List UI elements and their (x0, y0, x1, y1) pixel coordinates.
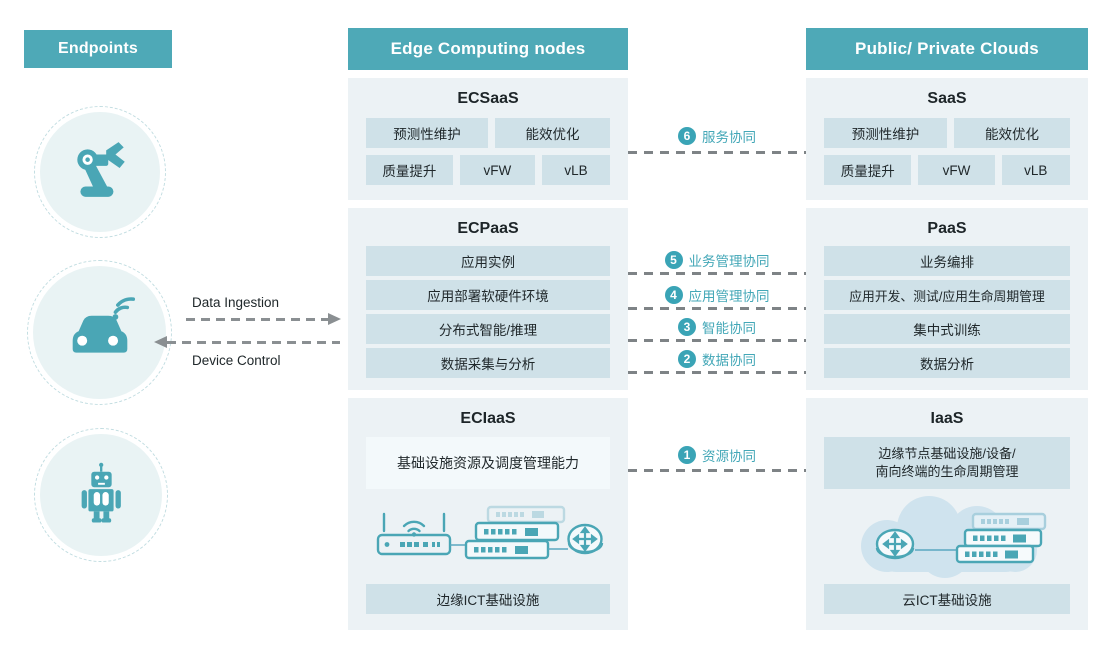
ecsaas-predictive-maintenance: 预测性维护 (366, 118, 488, 148)
iaas-infra-label: 云ICT基础设施 (824, 584, 1070, 614)
endpoint-robot-arm (34, 106, 166, 238)
ecpaas-deployment-env: 应用部署软硬件环境 (366, 280, 610, 310)
collab-3-dashed-line (628, 339, 806, 342)
collab-2-badge-icon: 2 (678, 350, 696, 368)
endpoint-connected-car (27, 260, 172, 405)
edge-computing-nodes-header: Edge Computing nodes (348, 28, 628, 70)
saas-energy-optimization: 能效优化 (953, 118, 1070, 148)
ecsaas-vlb: vLB (542, 155, 610, 185)
collab-6-label: 服务协同 (702, 130, 756, 145)
saas-predictive-maintenance: 预测性维护 (824, 118, 947, 148)
eciaas-capability: 基础设施资源及调度管理能力 (366, 437, 610, 489)
collab-2-label: 数据协同 (702, 353, 756, 368)
cloud-network-devices-icon (806, 492, 1088, 578)
ecpaas-data-collection: 数据采集与分析 (366, 348, 610, 378)
collab-data: 2 数据协同 (628, 349, 806, 374)
saas-vfw: vFW (918, 155, 995, 185)
collab-1-label: 资源协同 (702, 449, 756, 464)
collab-3-badge-icon: 3 (678, 318, 696, 336)
paas-data-analysis: 数据分析 (824, 348, 1070, 378)
endpoints-header: Endpoints (24, 30, 172, 68)
ecpaas-panel: ECPaaS 应用实例 应用部署软硬件环境 分布式智能/推理 数据采集与分析 (348, 208, 628, 390)
collab-intelligence: 3 智能协同 (628, 317, 806, 342)
collab-business-mgmt: 5 业务管理协同 (628, 250, 806, 275)
connected-car-icon (62, 292, 138, 373)
iaas-capability: 边缘节点基础设施/设备/ 南向终端的生命周期管理 (824, 437, 1070, 489)
collab-6-badge-icon: 6 (678, 127, 696, 145)
saas-quality-improvement: 质量提升 (824, 155, 912, 185)
iaas-panel: IaaS 边缘节点基础设施/设备/ 南向终端的生命周期管理 (806, 398, 1088, 630)
data-ingestion-arrow-line (186, 318, 328, 321)
paas-title: PaaS (927, 220, 967, 237)
ecsaas-quality-improvement: 质量提升 (366, 155, 453, 185)
public-private-clouds-header: Public/ Private Clouds (806, 28, 1088, 70)
collab-3-label: 智能协同 (702, 321, 756, 336)
eciaas-infra-label: 边缘ICT基础设施 (366, 584, 610, 614)
device-control-arrow-line (167, 341, 340, 344)
robot-icon (70, 462, 132, 529)
collab-service: 6 服务协同 (628, 126, 806, 154)
iaas-capability-line1: 边缘节点基础设施/设备/ (878, 446, 1016, 462)
paas-app-lifecycle: 应用开发、测试/应用生命周期管理 (824, 280, 1070, 310)
edge-network-devices-icon (348, 498, 628, 572)
collab-5-badge-icon: 5 (664, 251, 683, 269)
eciaas-panel: ECIaaS 基础设施资源及调度管理能力 (348, 398, 628, 630)
ecpaas-title: ECPaaS (457, 220, 519, 237)
collab-4-badge-icon: 4 (664, 286, 683, 304)
device-control-label: Device Control (192, 353, 281, 368)
ecpaas-distributed-inference: 分布式智能/推理 (366, 314, 610, 344)
data-ingestion-arrowhead-icon (328, 313, 341, 325)
collab-4-label: 应用管理协同 (688, 289, 770, 304)
ecsaas-title: ECSaaS (457, 90, 519, 107)
saas-title: SaaS (927, 90, 967, 107)
device-control-arrowhead-icon (154, 336, 167, 348)
ecsaas-energy-optimization: 能效优化 (494, 118, 610, 148)
collab-resource: 1 资源协同 (628, 445, 806, 472)
ecsaas-vfw: vFW (459, 155, 536, 185)
paas-orchestration: 业务编排 (824, 246, 1070, 276)
ecpaas-app-instances: 应用实例 (366, 246, 610, 276)
collab-app-mgmt: 4 应用管理协同 (628, 285, 806, 310)
collab-5-dashed-line (628, 272, 806, 275)
collab-5-label: 业务管理协同 (688, 254, 770, 269)
robot-arm-icon (67, 137, 133, 208)
saas-vlb: vLB (1001, 155, 1070, 185)
ecsaas-panel: ECSaaS 预测性维护 能效优化 质量提升 vFW vLB (348, 78, 628, 200)
endpoint-robot (34, 428, 168, 562)
collab-1-dashed-line (628, 469, 806, 472)
eciaas-title: ECIaaS (460, 410, 516, 427)
collab-1-badge-icon: 1 (678, 446, 696, 464)
iaas-title: IaaS (930, 410, 964, 427)
collab-4-dashed-line (628, 307, 806, 310)
iaas-capability-line2: 南向终端的生命周期管理 (875, 464, 1019, 479)
collab-6-dashed-line (628, 151, 806, 154)
paas-panel: PaaS 业务编排 应用开发、测试/应用生命周期管理 集中式训练 数据分析 (806, 208, 1088, 390)
collab-2-dashed-line (628, 371, 806, 374)
saas-panel: SaaS 预测性维护 能效优化 质量提升 vFW vLB (806, 78, 1088, 200)
paas-centralized-training: 集中式训练 (824, 314, 1070, 344)
data-ingestion-label: Data Ingestion (192, 295, 280, 310)
